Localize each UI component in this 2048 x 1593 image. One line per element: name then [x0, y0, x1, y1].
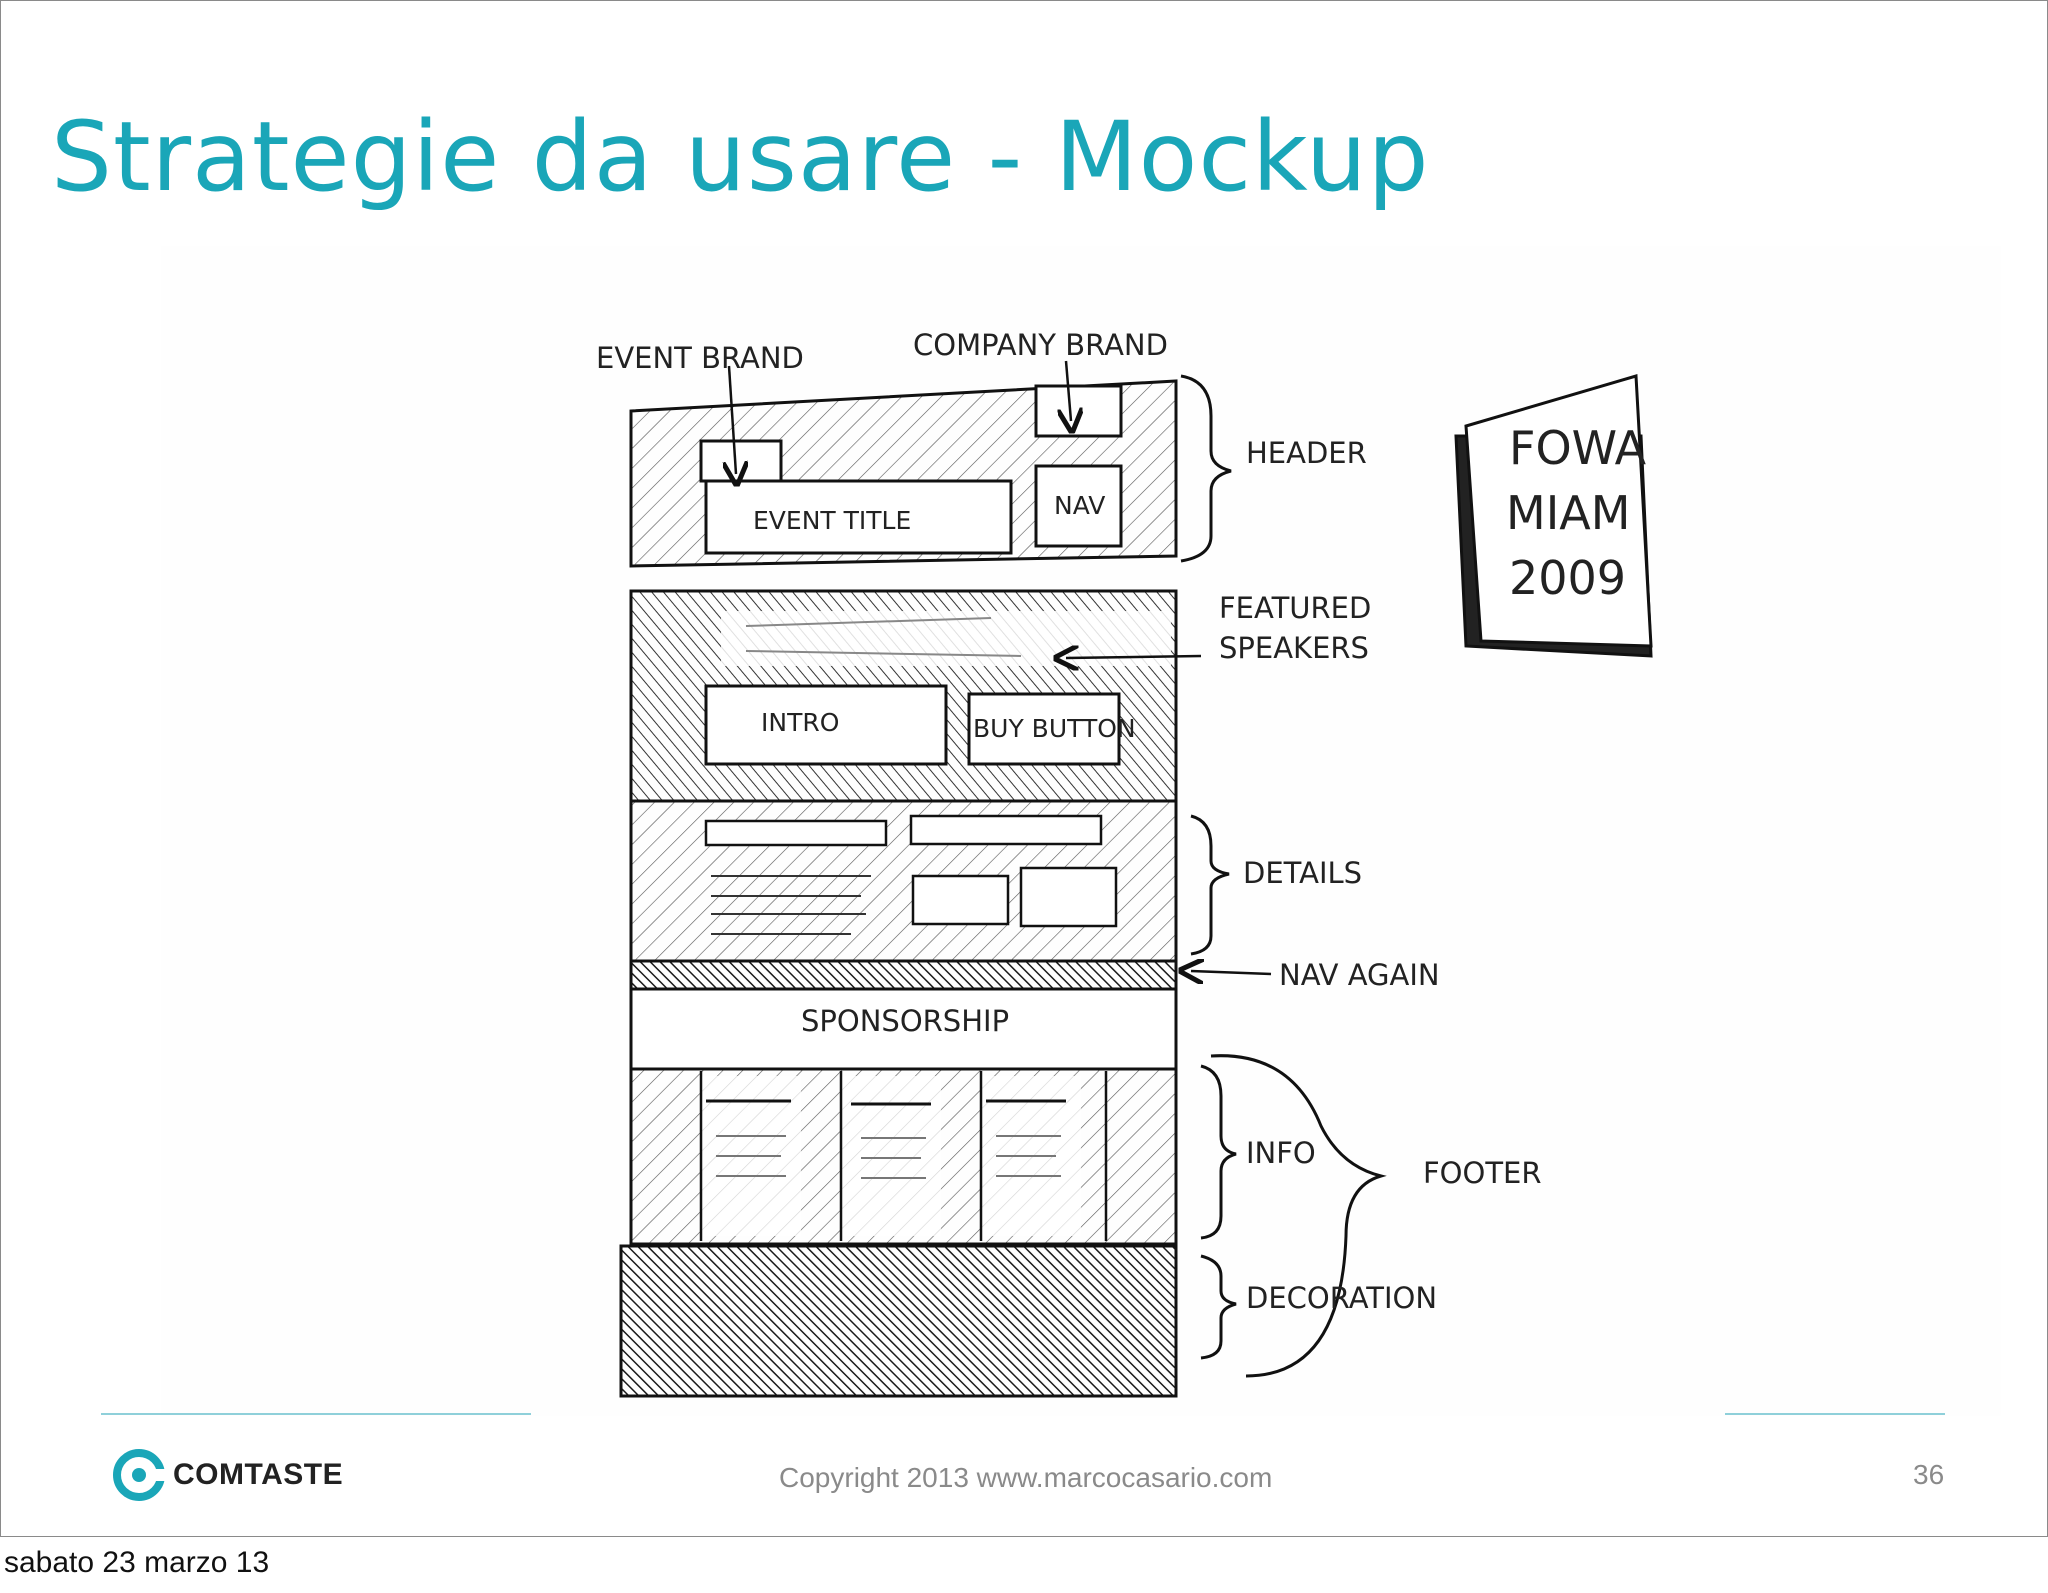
details-section	[629, 799, 1178, 963]
annotation-arrows	[729, 360, 1272, 974]
label-fowa: FOWA	[1509, 421, 1647, 475]
slide-title: Strategie da usare - Mockup	[51, 101, 1430, 213]
annotation-braces	[1180, 374, 1387, 1378]
nav-again-section	[629, 959, 1178, 991]
comtaste-logo-icon	[113, 1449, 165, 1501]
label-company-brand: COMPANY BRAND	[913, 328, 1168, 362]
footer-info-section	[629, 1067, 1178, 1246]
label-2009: 2009	[1509, 551, 1627, 605]
fowa-book-sketch	[1454, 374, 1653, 658]
label-featured: FEATURED	[1219, 591, 1372, 625]
label-event-title: EVENT TITLE	[753, 506, 912, 535]
label-intro: INTRO	[761, 708, 840, 737]
header-section	[629, 379, 1178, 568]
label-nav: NAV	[1054, 491, 1106, 520]
footer-rule-left	[101, 1413, 531, 1415]
print-date: sabato 23 marzo 13	[4, 1546, 270, 1579]
label-nav-again: NAV AGAIN	[1279, 958, 1440, 992]
label-footer: FOOTER	[1423, 1156, 1542, 1190]
wireframe-drawing	[619, 360, 1653, 1398]
comtaste-logo: COMTASTE	[113, 1449, 343, 1501]
featured-speakers-section	[629, 589, 1178, 803]
label-details: DETAILS	[1243, 856, 1363, 890]
logo-text: COMTASTE	[173, 1458, 344, 1491]
footer-rule-right	[1725, 1413, 1945, 1415]
sponsorship-section	[629, 987, 1178, 1071]
label-decoration: DECORATION	[1246, 1281, 1438, 1315]
label-miam: MIAM	[1506, 486, 1631, 540]
footer-decoration-section	[619, 1244, 1178, 1398]
slide: Strategie da usare - Mockup	[0, 0, 2048, 1537]
label-info: INFO	[1246, 1136, 1316, 1170]
label-sponsorship: SPONSORSHIP	[801, 1004, 1010, 1038]
label-header: HEADER	[1246, 436, 1367, 470]
mockup-sketch: EVENT BRAND COMPANY BRAND EVENT TITLE NA…	[161, 246, 2001, 1416]
page-number: 36	[1913, 1459, 1945, 1490]
label-buy-button: BUY BUTTON	[973, 714, 1136, 743]
copyright-text: Copyright 2013 www.marcocasario.com	[779, 1462, 1273, 1493]
label-event-brand: EVENT BRAND	[596, 341, 804, 375]
label-speakers: SPEAKERS	[1219, 631, 1369, 665]
